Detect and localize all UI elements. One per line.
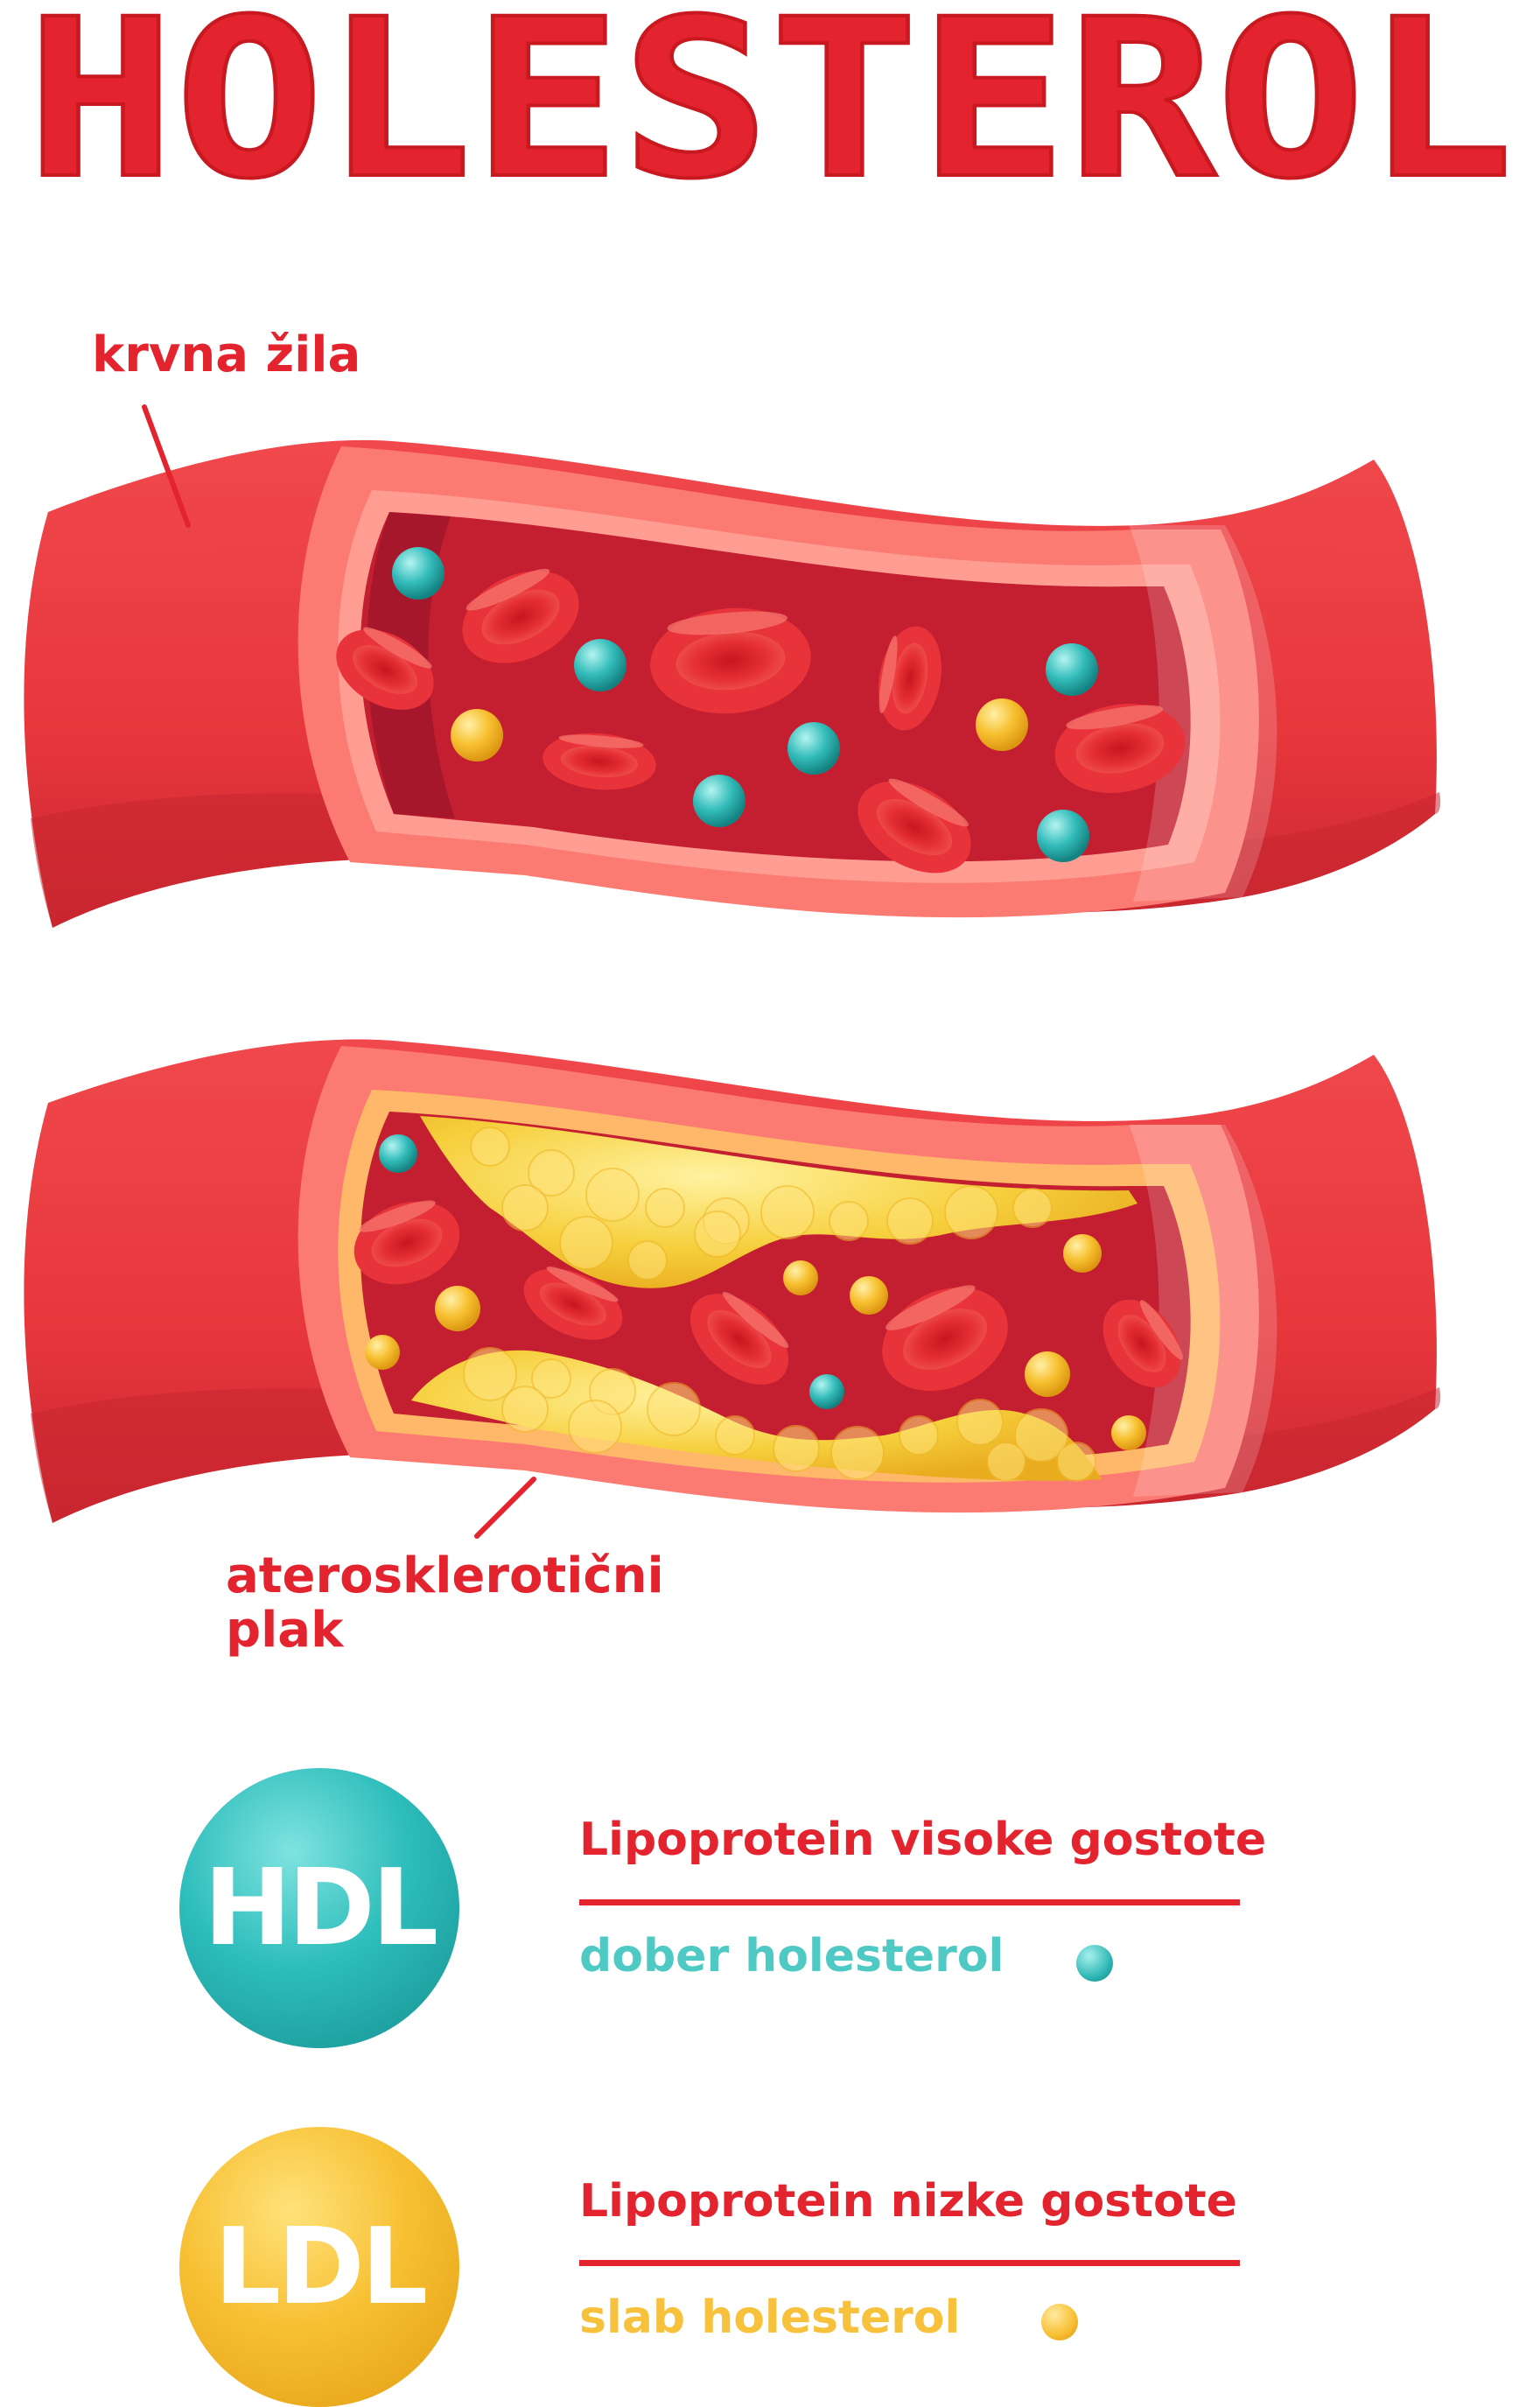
plaque-bubble <box>585 1168 640 1222</box>
hdl-badge-text: HDL <box>203 1847 439 1969</box>
plaque-bubble <box>715 1415 755 1456</box>
ldl-particle <box>435 1286 480 1331</box>
plaque-bubble <box>627 1240 668 1281</box>
plaque-bubble <box>470 1126 510 1167</box>
title-text: HOLESTEROL <box>26 0 1514 227</box>
hdl-particle <box>1037 810 1089 862</box>
red-blood-cell <box>1054 704 1186 793</box>
hdl-particle <box>809 1374 844 1409</box>
plaque-bubble <box>647 1382 701 1436</box>
red-blood-cell <box>523 1267 623 1340</box>
plaque-bubble <box>1014 1408 1068 1463</box>
red-blood-cell <box>878 626 942 731</box>
hdl-particle <box>392 547 444 600</box>
plaque-label-leader <box>474 1477 536 1539</box>
plaque-bubble <box>559 1216 613 1270</box>
red-blood-cell <box>882 1285 1008 1392</box>
red-blood-cell <box>1102 1299 1183 1388</box>
hdl-legend-title: Lipoprotein visoke gostote <box>579 1814 1267 1866</box>
blood-particles <box>336 547 1186 1482</box>
ldl-legend-subtitle: slab holesterol <box>579 2291 961 2344</box>
red-blood-cell <box>336 627 434 710</box>
plaque-label-line1: aterosklerotični <box>226 1547 664 1604</box>
plaque-bubble <box>694 1211 741 1258</box>
plaque-bubble <box>463 1347 517 1401</box>
plaque-bubble <box>528 1149 575 1196</box>
ldl-particle <box>850 1276 888 1315</box>
hdl-particle <box>379 1134 417 1173</box>
vessel-front-glass <box>1129 525 1278 902</box>
plaque-bubble <box>568 1400 622 1454</box>
hdl-particle-icon <box>1076 1945 1113 1982</box>
red-blood-cell <box>690 1292 789 1385</box>
vessel-front-glass-2 <box>1129 1125 1278 1497</box>
ldl-particle <box>451 709 503 761</box>
vessel-label: krvna žila <box>92 326 361 383</box>
hdl-legend-subtitle: dober holesterol <box>579 1930 1004 1982</box>
plaque-bubble <box>773 1425 820 1472</box>
plaque-bubble <box>956 1399 1004 1446</box>
ldl-legend-title: Lipoprotein nizke gostote <box>579 2175 1237 2228</box>
plaque-bubble <box>944 1185 998 1239</box>
page-title: HOLESTEROL <box>24 0 1516 228</box>
ldl-particle <box>1025 1351 1070 1397</box>
ldl-particle <box>783 1260 818 1295</box>
ldl-particle <box>1111 1415 1146 1450</box>
plaque-bubble <box>501 1184 549 1232</box>
hdl-particle <box>574 639 626 691</box>
plaque-bubble <box>760 1185 815 1239</box>
hdl-particle <box>1046 643 1098 696</box>
ldl-particle <box>976 698 1028 751</box>
plaque-bubble <box>531 1358 571 1399</box>
plaque-bubble <box>501 1386 549 1433</box>
ldl-particle <box>1063 1234 1102 1273</box>
ldl-badge: LDL <box>179 2127 459 2407</box>
plaque-bubble <box>645 1188 685 1228</box>
plaque-bubble <box>829 1201 869 1241</box>
plaque-bubble <box>899 1415 939 1456</box>
hdl-badge: HDL <box>179 1768 459 2048</box>
plaque-bubble <box>1012 1188 1053 1228</box>
ldl-particle-icon <box>1041 2304 1078 2340</box>
plaque-label-line2: plak <box>226 1601 344 1659</box>
red-blood-cell <box>462 568 579 663</box>
plaque-bubble <box>1056 1442 1096 1482</box>
hdl-legend-rule <box>579 1899 1240 1905</box>
vessel-label-leader <box>142 404 191 528</box>
red-blood-cell <box>650 607 811 714</box>
ldl-particle <box>365 1335 400 1370</box>
ldl-legend-rule <box>579 2260 1240 2266</box>
plaque-bubble <box>886 1197 934 1245</box>
ldl-badge-text: LDL <box>214 2206 429 2328</box>
red-blood-cell <box>542 733 656 790</box>
red-blood-cell <box>354 1200 460 1285</box>
red-blood-cell <box>858 778 971 874</box>
plaque-bubble <box>830 1426 885 1480</box>
hdl-particle <box>693 775 746 827</box>
hdl-particle <box>788 722 840 775</box>
plaque-bubble <box>986 1442 1026 1482</box>
plaque-label: aterosklerotični plak <box>226 1549 664 1657</box>
